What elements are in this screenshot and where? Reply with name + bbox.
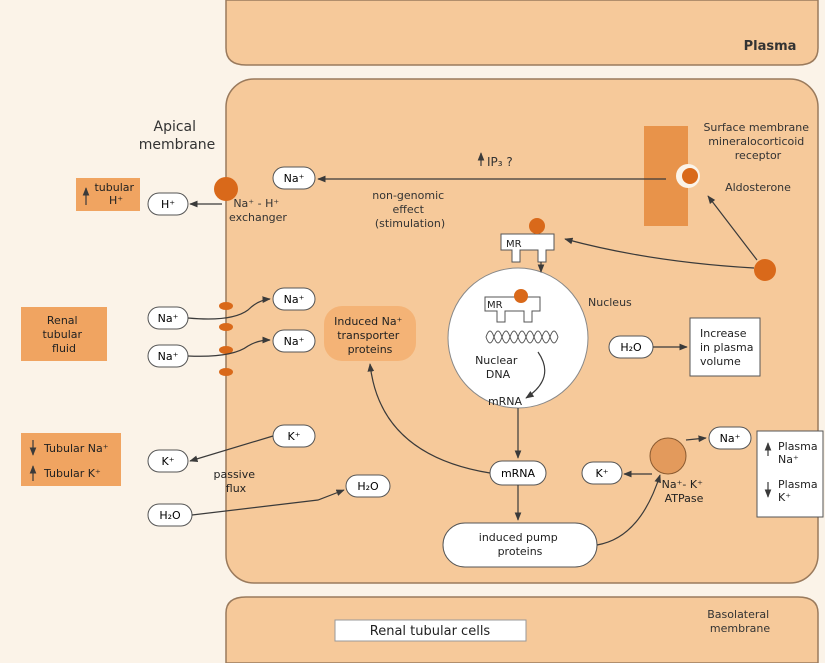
mr-nuclear-label: MR xyxy=(487,300,503,311)
aldosterone-on-mr xyxy=(529,218,545,234)
arrow-h2o-in xyxy=(191,489,345,516)
nhe-exchanger-label: Na⁺ - H⁺ exchanger xyxy=(229,197,287,224)
na-channel-3 xyxy=(219,346,233,354)
na-plasma-label: Na⁺ xyxy=(720,432,741,445)
h-ion-lumen xyxy=(147,192,189,216)
apical-membrane-label: Apical membrane xyxy=(139,119,216,153)
surface-receptor-label: Surface membrane mineralocorticoid recep… xyxy=(703,121,812,162)
h2o-cell xyxy=(345,474,391,498)
na-cell-1-label: Na⁺ xyxy=(284,293,305,306)
arrow-dna-to-mrna xyxy=(525,351,546,399)
na-channel-2 xyxy=(219,323,233,331)
ip3-label: IP₃ ? xyxy=(487,155,513,169)
k-cytoplasm-pump xyxy=(581,461,623,485)
increase-plasma-volume-label: Increase in plasma volume xyxy=(700,327,757,368)
k-cell-label: K⁺ xyxy=(287,430,300,443)
na-plasma xyxy=(708,426,752,450)
arrow-na-lumen-1-in xyxy=(187,296,271,320)
renal-tubular-fluid-label: Renal tubular fluid xyxy=(42,314,85,355)
passive-flux-label: passive flux xyxy=(213,468,258,495)
renal-tubular-fluid-box xyxy=(21,307,107,361)
h2o-lumen-label: H₂O xyxy=(159,509,181,522)
plasma-na-label: Plasma Na⁺ xyxy=(778,440,821,466)
atpase-label: Na⁺- K⁺ ATPase xyxy=(662,478,707,505)
mr-cytoplasmic-receptor xyxy=(500,233,555,263)
na-ion-apical-top xyxy=(272,166,316,190)
na-lumen-1-label: Na⁺ xyxy=(158,312,179,325)
arrow-na-lumen-2-in xyxy=(187,336,271,357)
arrow-mrna-to-transporter xyxy=(367,363,491,474)
aldosterone-molecule xyxy=(754,259,776,281)
induced-transporter-proteins-box xyxy=(324,306,416,361)
na-cell-1 xyxy=(272,287,316,311)
arrow-aldosterone-to-mr xyxy=(564,237,755,269)
nuclear-dna-helix xyxy=(485,330,559,344)
arrow-k-out xyxy=(189,435,274,463)
k-cytoplasm-pump-label: K⁺ xyxy=(595,467,608,480)
nucleus-label: Nucleus xyxy=(588,296,632,309)
mr-cytoplasm-label: MR xyxy=(506,239,522,250)
k-lumen xyxy=(147,449,189,473)
tubular-na-k-box xyxy=(21,433,121,486)
nhe-exchanger-protein xyxy=(214,177,238,201)
na-channel-1 xyxy=(219,302,233,310)
h2o-cell-label: H₂O xyxy=(357,480,379,493)
renal-tubular-cells-title-box xyxy=(334,619,527,642)
na-lumen-2-label: Na⁺ xyxy=(158,350,179,363)
non-genomic-effect-label: non-genomic effect (stimulation) xyxy=(372,189,447,230)
plasma-k-label: Plasma K⁺ xyxy=(778,478,821,504)
plasma-label: Plasma xyxy=(744,39,797,54)
top-cell xyxy=(225,0,819,66)
h-ion-lumen-label: H⁺ xyxy=(161,198,175,211)
na-cell-2-label: Na⁺ xyxy=(284,335,305,348)
mrna-nucleus-label: mRNA xyxy=(488,395,523,408)
induced-pump-proteins-label: induced pump proteins xyxy=(479,531,561,558)
arrow-aldosterone-to-receptor xyxy=(707,195,758,261)
induced-transporter-label: Induced Na⁺ transporter proteins xyxy=(334,315,406,356)
aldosterone-bound-receptor xyxy=(682,168,698,184)
arrow-atpase-na-out xyxy=(685,435,707,443)
na-cell-2 xyxy=(272,329,316,353)
aldosterone-in-nucleus xyxy=(514,289,528,303)
arrow-pump-to-atpase xyxy=(596,474,661,546)
basolateral-membrane-label: Basolateral membrane xyxy=(707,608,772,635)
nuclear-dna-label: Nuclear DNA xyxy=(475,354,521,381)
h2o-plasma-volume-label: H₂O xyxy=(620,341,642,354)
tubular-k-label: Tubular K⁺ xyxy=(43,467,101,480)
tubular-na-label: Tubular Na⁺ xyxy=(43,442,109,455)
na-ion-apical-top-label: Na⁺ xyxy=(284,172,305,185)
k-lumen-label: K⁺ xyxy=(161,455,174,468)
mrna-cytoplasm-label: mRNA xyxy=(501,467,536,480)
mr-nuclear-receptor xyxy=(484,296,541,323)
increase-plasma-volume-box xyxy=(689,317,761,377)
aldosterone-label: Aldosterone xyxy=(725,181,791,194)
renal-tubular-cells-title: Renal tubular cells xyxy=(370,624,491,639)
na-k-atpase-pump xyxy=(649,437,687,475)
tubular-h-label: tubular H⁺ xyxy=(94,181,137,207)
na-channel-4 xyxy=(219,368,233,376)
